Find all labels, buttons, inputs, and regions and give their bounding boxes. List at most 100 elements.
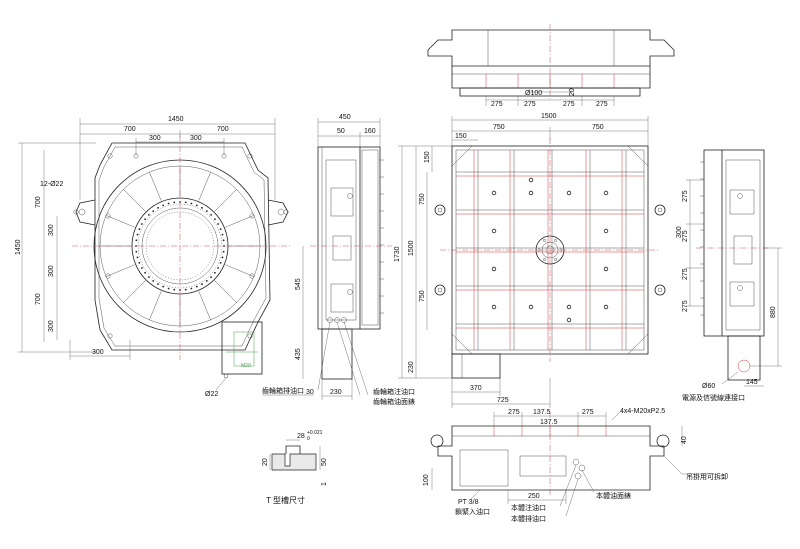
mount-hole <box>73 209 79 215</box>
center-hole <box>543 258 546 261</box>
dim-right-275b: 275 <box>682 230 689 242</box>
dim-left-bottom-300: 300 <box>92 349 104 356</box>
dim-left-h-1450: 1450 <box>15 239 22 255</box>
bolt-dot <box>219 261 222 264</box>
dim-main-750c: 750 <box>419 193 426 205</box>
dim-right-phi60: Ø60 <box>702 383 715 390</box>
table-hole <box>566 304 572 310</box>
bolt-dot <box>144 218 146 221</box>
dim-left-700a: 700 <box>124 126 136 133</box>
dim-front-250: 250 <box>528 493 540 500</box>
bolt-dot <box>219 228 222 231</box>
table-hole <box>603 304 609 310</box>
dim-right-275d: 275 <box>682 300 689 312</box>
center-hole <box>554 258 557 261</box>
dim-main-750d: 750 <box>419 290 426 302</box>
lifting-lug-hole <box>437 287 443 293</box>
front-elevation: 275 137.5 275 137.5 4x4-M20xP2.5 40 吊掛用可… <box>423 408 728 523</box>
table-hole <box>528 177 534 183</box>
dim-top-275d: 275 <box>596 101 608 108</box>
ring-spoke <box>106 264 135 277</box>
bolt-dot <box>162 204 165 207</box>
bolt-dot <box>214 271 216 274</box>
table-hole <box>528 304 534 310</box>
table-hole <box>491 190 497 196</box>
dim-top-275a: 275 <box>491 101 503 108</box>
dim-side-50: 50 <box>337 128 345 135</box>
dim-left-300b: 300 <box>190 135 202 142</box>
label-body-fill: 本體注油口 <box>511 503 546 512</box>
label-body-drain: 本體排油口 <box>511 514 546 523</box>
center-hole <box>554 239 557 242</box>
dim-right-300: 300 <box>676 226 683 238</box>
dim-tslot-tol0: 0 <box>307 436 310 442</box>
dim-left-h-300c: 300 <box>48 320 55 332</box>
dim-main-750a: 750 <box>493 124 505 131</box>
dim-main-370: 370 <box>470 385 482 392</box>
dim-front-1375b: 137.5 <box>540 419 558 426</box>
bolt-dot <box>157 283 159 286</box>
bolt-dot <box>162 285 165 288</box>
lifting-lug-hole <box>657 207 663 213</box>
table-hole <box>603 190 609 196</box>
dim-side-160: 160 <box>364 128 376 135</box>
dim-tslot-28: 28 <box>297 433 305 440</box>
dim-front-100: 100 <box>423 474 430 486</box>
dim-side-30: 30 <box>306 389 314 396</box>
dim-side-545: 545 <box>295 278 302 290</box>
dim-right-145: 145 <box>746 379 758 386</box>
dim-main-1500: 1500 <box>541 113 557 120</box>
bolt-dot <box>167 287 170 290</box>
dim-front-275a: 275 <box>508 409 520 416</box>
dim-tslot-tol: +0.021 <box>307 430 323 436</box>
dim-left-h-700b: 700 <box>35 293 42 305</box>
table-hole <box>491 304 497 310</box>
main-table-view: 1500 750 750 150 150 1730 1500 750 750 2… <box>394 113 666 408</box>
dim-main-725: 725 <box>497 397 509 404</box>
ring-spoke <box>123 189 146 212</box>
bolt-dot <box>205 280 208 282</box>
tslot-detail: 28 +0.021 0 20 50 1 T 型槽尺寸 <box>262 430 328 505</box>
lifting-lug <box>654 284 666 296</box>
dim-left-h-700a: 700 <box>35 196 42 208</box>
table-hole <box>603 266 609 272</box>
dim-front-pt: PT 3/8 <box>458 499 479 506</box>
dim-tslot-50: 50 <box>321 458 328 466</box>
left-small-label: M20 <box>241 363 251 369</box>
bolt-dot <box>152 280 155 282</box>
label-hoist-ring: 吊掛用可拆卸 <box>686 472 728 481</box>
bolt-dot <box>214 218 216 221</box>
dim-front-tap: 4x4-M20xP2.5 <box>620 408 665 415</box>
ring-spoke <box>225 215 254 228</box>
dim-main-1500v: 1500 <box>408 240 415 256</box>
bolt-dot <box>138 261 141 264</box>
bolt-dot <box>140 267 143 269</box>
mount-hole <box>107 153 113 159</box>
label-gearbox-fill: 齒輪箱注油口 <box>373 387 415 396</box>
dim-main-150b: 150 <box>424 151 431 163</box>
dim-tslot-20: 20 <box>262 458 269 466</box>
mount-hole <box>105 273 111 279</box>
dim-main-150a: 150 <box>455 133 467 140</box>
lifting-lug-hole <box>657 287 663 293</box>
dim-main-1730: 1730 <box>394 246 401 262</box>
bolt-dot <box>222 250 225 253</box>
label-lock-oil-inlet: 鎖緊入油口 <box>455 507 490 516</box>
side-view: 450 50 160 545 435 30 230 齒輪箱排油口 齒輪箱注油口 … <box>262 114 415 406</box>
table-hole <box>566 190 572 196</box>
dim-left-h-300b: 300 <box>48 265 55 277</box>
bolt-dot <box>157 206 159 209</box>
table-hole <box>603 228 609 234</box>
table-hole <box>491 228 497 234</box>
dim-front-275b: 275 <box>582 409 594 416</box>
dim-left-300a: 300 <box>149 135 161 142</box>
bolt-dot <box>222 239 225 242</box>
top-elevation: 275 275 275 275 Ø100 20 <box>427 24 675 108</box>
ring-spoke <box>198 172 211 201</box>
lifting-lug-hole <box>437 207 443 213</box>
bolt-dot <box>210 213 213 216</box>
bolt-dot <box>201 206 203 209</box>
dim-side-435: 435 <box>295 348 302 360</box>
